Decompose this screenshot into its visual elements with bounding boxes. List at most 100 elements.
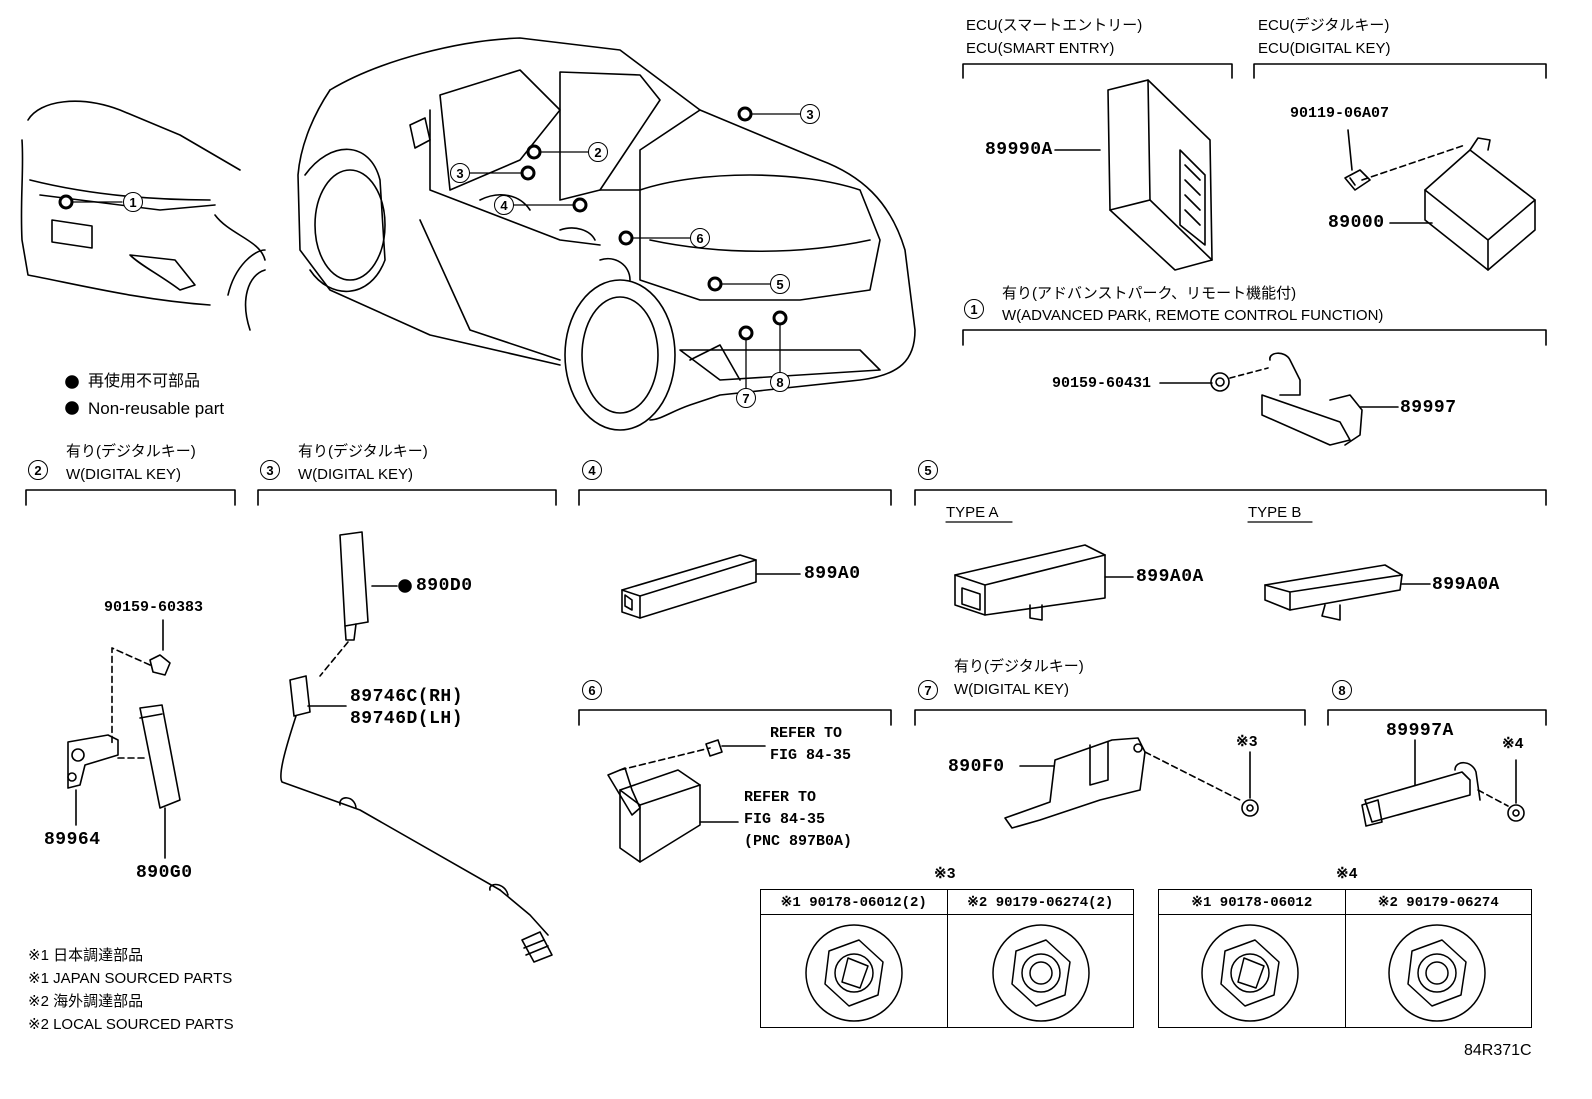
front-view-inset [20, 100, 266, 331]
table3-title: ※3 [934, 866, 956, 883]
section7-drawing [1004, 737, 1259, 829]
section6-number: 6 [582, 680, 602, 700]
callout-2[interactable]: 2 [588, 142, 608, 162]
part-890g0[interactable]: 890G0 [136, 863, 193, 883]
refer-pnc-line3[interactable]: (PNC 897B0A) [744, 833, 853, 850]
legend-dot-jp [65, 375, 79, 389]
ecu-smart-bracket [962, 63, 1233, 79]
fastener-table-3: ※1 90178-06012(2) ※2 90179-06274(2) [760, 889, 1134, 1028]
section2-title-en: W(DIGITAL KEY) [66, 466, 182, 483]
ecu-smart-title-jp: ECU(スマートエントリー) [966, 17, 1143, 34]
section5-bracket [914, 489, 1547, 506]
section5-type-a: TYPE A [946, 504, 999, 521]
part-89746c-rh[interactable]: 89746C(RH) [350, 687, 464, 707]
section4-bracket [578, 489, 892, 506]
section1-number: 1 [964, 299, 984, 319]
refer-fig-84-35-line1[interactable]: REFER TO [770, 725, 843, 742]
part-90119-06a07[interactable]: 90119-06A07 [1290, 105, 1390, 122]
fastener-table-4: ※1 90178-06012 ※2 90179-06274 [1158, 889, 1532, 1028]
part-89000[interactable]: 89000 [1328, 213, 1385, 233]
section3-title-en: W(DIGITAL KEY) [298, 466, 414, 483]
section1-drawing [1159, 352, 1399, 446]
part-899a0a-type-b[interactable]: 899A0A [1432, 575, 1500, 595]
part-89997a[interactable]: 89997A [1386, 721, 1454, 741]
table4-title: ※4 [1336, 866, 1358, 883]
table4-col2: ※2 90179-06274 [1344, 889, 1532, 915]
section8-bracket [1327, 709, 1547, 726]
legend-nonreusable-en: Non-reusable part [88, 399, 225, 418]
ecu-digital-bracket [1253, 63, 1547, 79]
section2-drawing [67, 619, 181, 859]
section7-note-ref: ※3 [1236, 734, 1258, 751]
section5-number: 5 [918, 460, 938, 480]
part-89746d-lh[interactable]: 89746D(LH) [350, 709, 464, 729]
section4-number: 4 [582, 460, 602, 480]
section5-type-b-drawing [1264, 564, 1431, 621]
section5-type-b: TYPE B [1248, 504, 1302, 521]
location-dots [58, 106, 788, 341]
nonreusable-dot-890d0 [398, 579, 412, 593]
section1-title-jp: 有り(アドバンストパーク、リモート機能付) [1002, 285, 1297, 302]
section8-drawing [1361, 739, 1525, 827]
note-local-en: ※2 LOCAL SOURCED PARTS [28, 1016, 234, 1033]
part-89990a[interactable]: 89990A [985, 140, 1053, 160]
refer-pnc-line2[interactable]: FIG 84-35 [744, 811, 826, 828]
callout-8[interactable]: 8 [770, 372, 790, 392]
ecu-digital-title-jp: ECU(デジタルキー) [1258, 17, 1390, 34]
callout-5[interactable]: 5 [770, 274, 790, 294]
callout-3[interactable]: 3 [450, 163, 470, 183]
section7-title-en: W(DIGITAL KEY) [954, 681, 1070, 698]
table3-nut-local [946, 914, 1134, 1028]
section1-bracket [962, 329, 1547, 346]
section2-bracket [25, 489, 236, 506]
section2-title-jp: 有り(デジタルキー) [66, 443, 196, 460]
table3-col2: ※2 90179-06274(2) [946, 889, 1134, 915]
part-899a0a-type-a[interactable]: 899A0A [1136, 567, 1204, 587]
part-89997[interactable]: 89997 [1400, 398, 1457, 418]
section5-type-a-drawing [954, 544, 1134, 621]
section6-drawing [607, 739, 766, 863]
section4-drawing [621, 554, 801, 619]
section3-title-jp: 有り(デジタルキー) [298, 443, 428, 460]
note-local-jp: ※2 海外調達部品 [28, 993, 144, 1010]
ecu-digital-title-en: ECU(DIGITAL KEY) [1258, 40, 1391, 57]
ecu-smart-drawing [1054, 79, 1213, 271]
refer-pnc-line1[interactable]: REFER TO [744, 789, 817, 806]
table3-nut-jp [760, 914, 948, 1028]
section8-note-ref: ※4 [1502, 736, 1524, 753]
refer-fig-84-35-line2[interactable]: FIG 84-35 [770, 747, 852, 764]
part-899a0[interactable]: 899A0 [804, 564, 861, 584]
callout-1[interactable]: 1 [123, 192, 143, 212]
callout-leaders [65, 113, 801, 389]
callout-3-roof[interactable]: 3 [800, 104, 820, 124]
note-japan-jp: ※1 日本調達部品 [28, 947, 144, 964]
part-90159-60431[interactable]: 90159-60431 [1052, 375, 1152, 392]
part-890f0[interactable]: 890F0 [948, 757, 1005, 777]
table4-nut-jp [1158, 914, 1346, 1028]
section3-drawing [280, 531, 553, 963]
section6-bracket [578, 709, 892, 726]
section1-title-en: W(ADVANCED PARK, REMOTE CONTROL FUNCTION… [1002, 307, 1384, 324]
note-japan-en: ※1 JAPAN SOURCED PARTS [28, 970, 233, 987]
part-90159-60383[interactable]: 90159-60383 [104, 599, 204, 616]
callout-4[interactable]: 4 [494, 195, 514, 215]
table3-col1: ※1 90178-06012(2) [760, 889, 948, 915]
part-890d0[interactable]: 890D0 [416, 576, 473, 596]
table4-col1: ※1 90178-06012 [1158, 889, 1346, 915]
legend-nonreusable-jp: 再使用不可部品 [88, 373, 201, 390]
section2-number: 2 [28, 460, 48, 480]
section3-bracket [257, 489, 557, 506]
part-89964[interactable]: 89964 [44, 830, 101, 850]
rear-view-car [297, 37, 916, 431]
section8-number: 8 [1332, 680, 1352, 700]
figure-code: 84R371C [1464, 1042, 1532, 1059]
section3-number: 3 [260, 460, 280, 480]
legend-dot-en [65, 401, 79, 415]
ecu-digital-drawing [1344, 129, 1536, 271]
ecu-smart-title-en: ECU(SMART ENTRY) [966, 40, 1115, 57]
section7-number: 7 [918, 680, 938, 700]
callout-6[interactable]: 6 [690, 228, 710, 248]
callout-7[interactable]: 7 [736, 388, 756, 408]
table4-nut-local [1344, 914, 1532, 1028]
section7-bracket [914, 709, 1306, 726]
